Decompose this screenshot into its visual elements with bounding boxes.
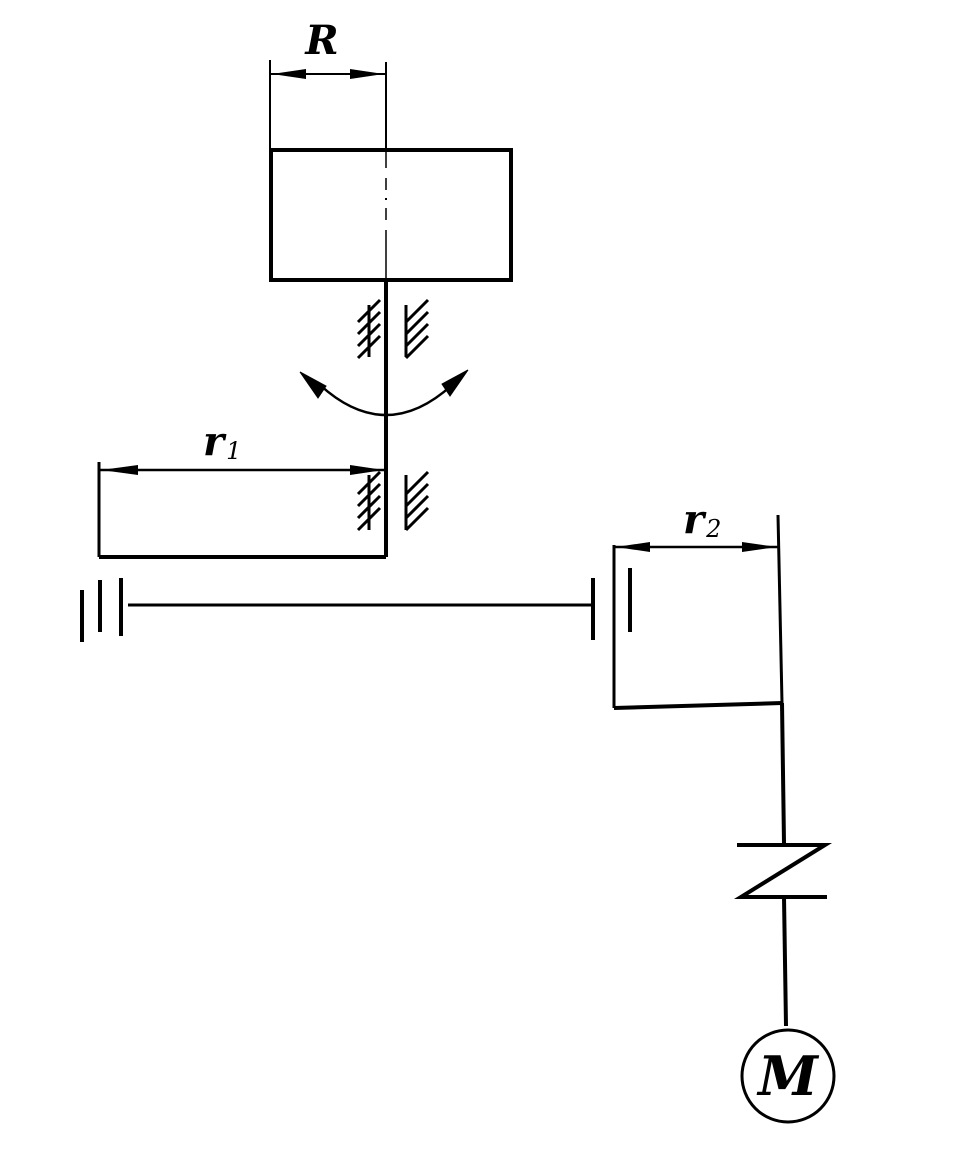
drum (269, 148, 513, 282)
arm-r1 (97, 462, 386, 559)
connecting-rod (80, 568, 632, 642)
coupling-icon (733, 843, 833, 899)
rotation-arc (299, 369, 469, 417)
label-r1: r1 (203, 418, 241, 465)
bearing-lower (356, 470, 430, 532)
arrow-head-icon (742, 542, 777, 552)
motor: M (740, 1028, 836, 1124)
dimension-R: R (269, 17, 387, 150)
arrow-head-icon (350, 69, 384, 79)
bearing-upper (356, 298, 430, 360)
label-r2: r2 (683, 496, 721, 543)
arrow-head-icon (101, 465, 138, 475)
rotation-arrow-left-icon (299, 371, 327, 399)
label-R: R (304, 17, 338, 64)
rotation-arrow-right-icon (441, 369, 469, 397)
dimension-r1: r1 (99, 418, 386, 475)
arrow-head-icon (350, 465, 384, 475)
dimension-r2: r2 (614, 496, 779, 552)
drive-shaft (733, 702, 833, 1027)
arrow-head-icon (616, 542, 650, 552)
arrow-head-icon (272, 69, 306, 79)
label-motor: M (756, 1044, 820, 1108)
